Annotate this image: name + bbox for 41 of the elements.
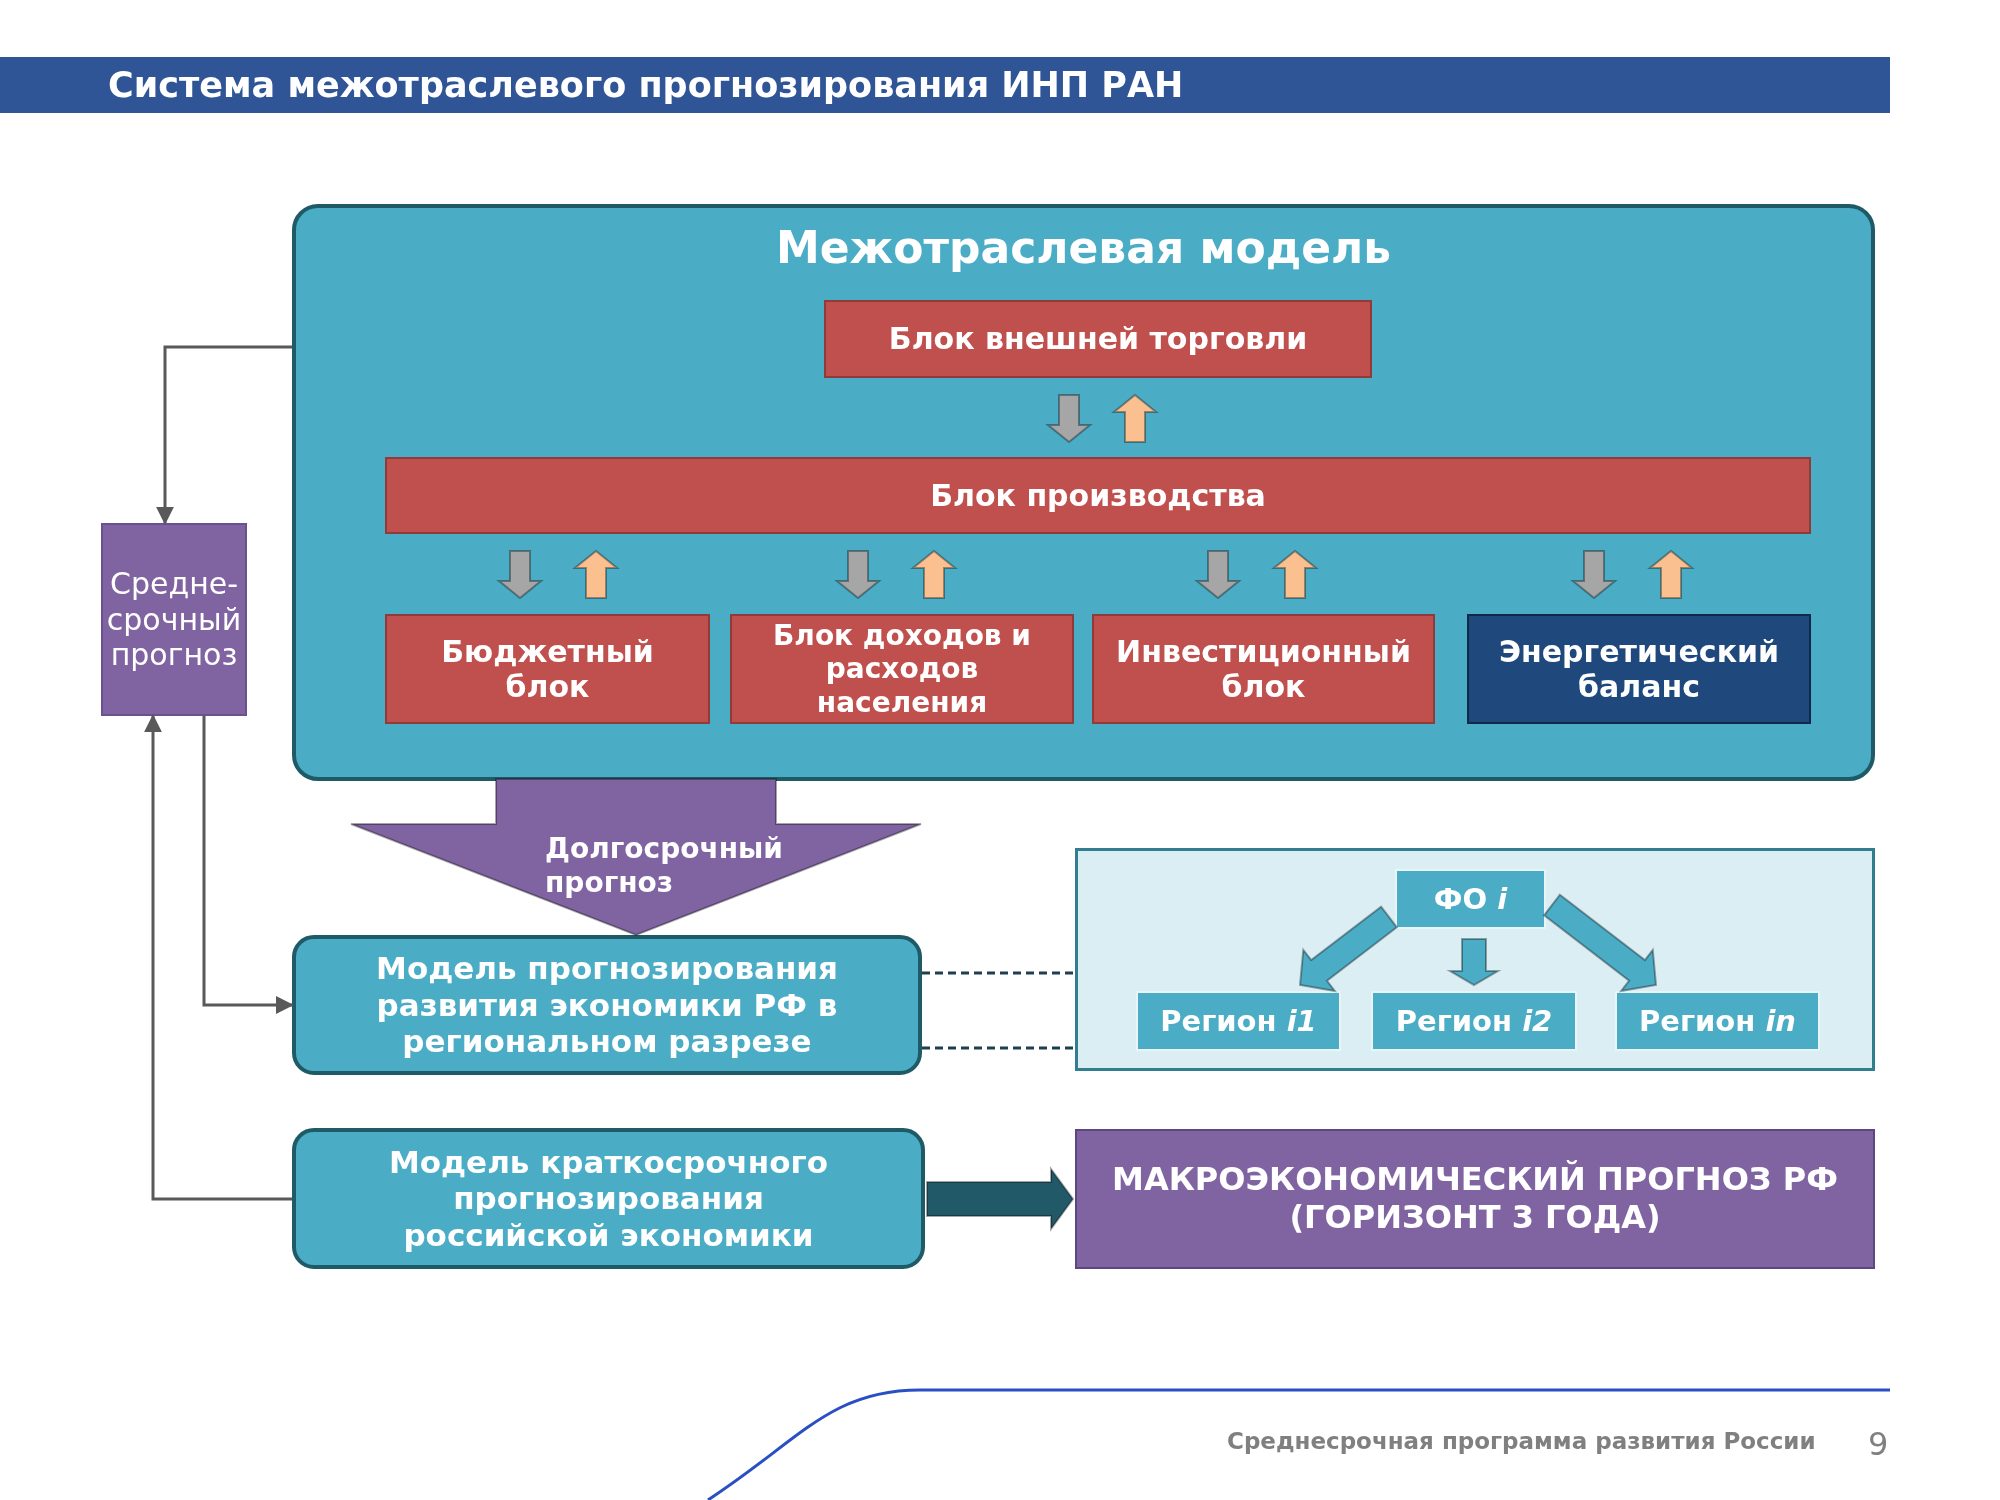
block-arrow <box>1298 905 1399 993</box>
block-box: Блок доходов и расходов населения <box>730 614 1074 724</box>
edge-label: Долгосрочный прогноз <box>545 832 784 900</box>
footer-text: Среднесрочная программа развития России <box>1227 1428 1816 1454</box>
block-arrow <box>910 549 958 599</box>
block-arrow <box>572 549 620 599</box>
arrow <box>156 345 292 525</box>
block-arrow <box>1111 393 1159 443</box>
block-arrow <box>1446 938 1502 987</box>
model-box: Модель прогнозирования развития экономики РФ в региональном разрезе <box>292 935 922 1075</box>
block-box: Энергетический баланс <box>1467 614 1811 724</box>
region-panel <box>1075 848 1875 1071</box>
block-arrow <box>926 1165 1075 1233</box>
block-arrow <box>496 550 544 600</box>
model-panel <box>292 204 1875 781</box>
block-arrow <box>1647 549 1695 599</box>
arrow <box>144 714 292 1201</box>
region-box: Регион i2 <box>1371 991 1577 1051</box>
block-box: Блок внешней торговли <box>824 300 1372 378</box>
block-box: Инвестиционный блок <box>1092 614 1435 724</box>
dashed-line <box>922 1046 1075 1050</box>
dashed-line <box>922 971 1075 975</box>
block-arrow <box>1570 550 1618 600</box>
block-box: Бюджетный блок <box>385 614 710 724</box>
forecast-box: Средне- срочный прогноз <box>101 523 247 716</box>
region-box: Регион in <box>1615 991 1820 1051</box>
region-box: Регион i1 <box>1136 991 1341 1051</box>
panel-title: Межотраслевая модель <box>774 222 1393 274</box>
block-box: Блок производства <box>385 457 1811 534</box>
slide-title: Система межотраслевого прогнозирования ИНП РАН <box>0 57 1890 113</box>
block-arrow <box>1194 550 1242 600</box>
arrow <box>202 716 294 1014</box>
page-number: 9 <box>1868 1425 1889 1463</box>
block-arrow <box>1542 893 1658 993</box>
region-box: ФО i <box>1395 869 1546 929</box>
forecast-box: МАКРОЭКОНОМИЧЕСКИЙ ПРОГНОЗ РФ (ГОРИЗОНТ 3 ГОДА) <box>1075 1129 1875 1269</box>
block-arrow <box>350 778 922 937</box>
block-arrow <box>1045 394 1093 444</box>
model-box: Модель краткосрочного прогнозирования российской экономики <box>292 1128 925 1269</box>
block-arrow <box>1271 549 1319 599</box>
block-arrow <box>834 550 882 600</box>
